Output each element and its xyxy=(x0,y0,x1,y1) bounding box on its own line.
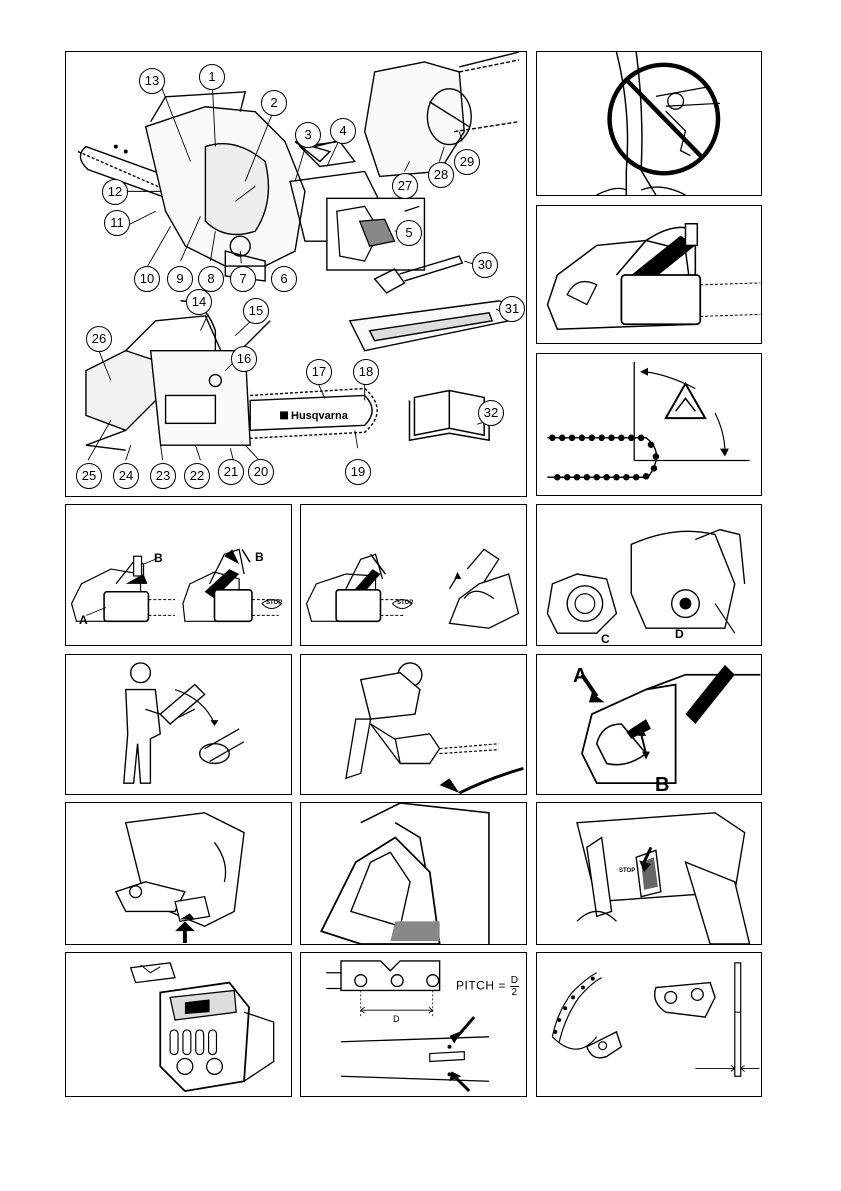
starting-position-illustration xyxy=(301,655,526,794)
chain-links-illustration xyxy=(537,953,761,1096)
chain-brake-illustration xyxy=(537,206,761,343)
callout-18: 18 xyxy=(353,359,379,385)
callout-9: 9 xyxy=(167,266,193,292)
label-b-right: B xyxy=(255,550,264,564)
hand-guard-illustration xyxy=(301,803,526,944)
muffler-panel xyxy=(65,952,292,1097)
callout-4: 4 xyxy=(330,118,356,144)
pitch-d-label: D xyxy=(393,1014,400,1024)
hand-guard-panel xyxy=(300,802,527,945)
brand-label: Husqvarna xyxy=(291,410,348,422)
guard-label-a: A xyxy=(573,665,587,688)
callout-16: 16 xyxy=(231,346,257,372)
callout-5: 5 xyxy=(396,220,422,246)
callout-10: 10 xyxy=(134,266,160,292)
callout-17: 17 xyxy=(306,359,332,385)
chain-catcher-panel xyxy=(65,802,292,945)
throttle-stop-label: STOP xyxy=(619,868,635,874)
callout-2: 2 xyxy=(261,90,287,116)
label-a: A xyxy=(79,613,88,627)
callout-12: 12 xyxy=(102,179,128,205)
stop-switch-illustration xyxy=(537,803,761,944)
kickback-diagram xyxy=(537,354,761,495)
chain-brake-ab-illustration xyxy=(66,505,291,645)
prohibition-icon xyxy=(537,52,761,195)
stop-label: STOP xyxy=(266,600,282,606)
callout-30: 30 xyxy=(472,252,498,278)
parts-overview-panel: Husqvarna 13 1 2 3 4 5 6 7 8 9 10 11 12 … xyxy=(65,51,527,497)
chain-brake-panel xyxy=(536,205,762,344)
clutch-cover-panel: C D xyxy=(536,504,762,646)
chain-brake-test-panel: STOP xyxy=(300,504,527,646)
callout-24: 24 xyxy=(113,463,139,489)
callout-13: 13 xyxy=(139,68,165,94)
clutch-cover-illustration xyxy=(537,505,761,645)
callout-28: 28 xyxy=(428,162,454,188)
callout-3: 3 xyxy=(295,122,321,148)
kickback-operator-illustration xyxy=(66,655,291,794)
no-tree-climbing-panel xyxy=(536,51,762,196)
muffler-illustration xyxy=(66,953,291,1096)
callout-31: 31 xyxy=(499,296,525,322)
callout-26: 26 xyxy=(86,326,112,352)
callout-7: 7 xyxy=(230,266,256,292)
pitch-fraction: D 2 xyxy=(510,975,520,998)
chain-pitch-panel: PITCH = D 2 D xyxy=(300,952,527,1097)
callout-23: 23 xyxy=(150,463,176,489)
starting-position-panel xyxy=(300,654,527,795)
chain-catcher-illustration xyxy=(66,803,291,944)
callout-8: 8 xyxy=(198,266,224,292)
kickback-operator-panel xyxy=(65,654,292,795)
callout-27: 27 xyxy=(392,173,418,199)
front-guard-panel: A B xyxy=(536,654,762,795)
guard-label-b: B xyxy=(655,774,669,795)
pitch-label: PITCH = xyxy=(456,979,506,993)
label-c: C xyxy=(601,632,610,646)
stop-label-2: STOP xyxy=(397,600,413,606)
chain-links-panel xyxy=(536,952,762,1097)
callout-29: 29 xyxy=(454,149,480,175)
callout-21: 21 xyxy=(218,459,244,485)
callout-32: 32 xyxy=(478,400,504,426)
callout-1: 1 xyxy=(199,64,225,90)
pitch-text: PITCH = D 2 xyxy=(456,975,519,998)
chain-brake-ab-panel: B B A STOP xyxy=(65,504,292,646)
callout-14: 14 xyxy=(186,289,212,315)
front-guard-illustration xyxy=(537,655,761,794)
callout-15: 15 xyxy=(243,298,269,324)
callout-22: 22 xyxy=(184,463,210,489)
stop-switch-panel: STOP xyxy=(536,802,762,945)
chain-brake-test-illustration xyxy=(301,505,526,645)
callout-25: 25 xyxy=(76,463,102,489)
callout-6: 6 xyxy=(271,266,297,292)
label-b-left: B xyxy=(154,551,163,565)
callout-20: 20 xyxy=(248,459,274,485)
label-d: D xyxy=(675,627,684,641)
callout-19: 19 xyxy=(345,459,371,485)
pitch-denominator: 2 xyxy=(510,987,520,998)
kickback-zone-panel xyxy=(536,353,762,496)
callout-11: 11 xyxy=(104,210,130,236)
pitch-numerator: D xyxy=(510,975,520,987)
